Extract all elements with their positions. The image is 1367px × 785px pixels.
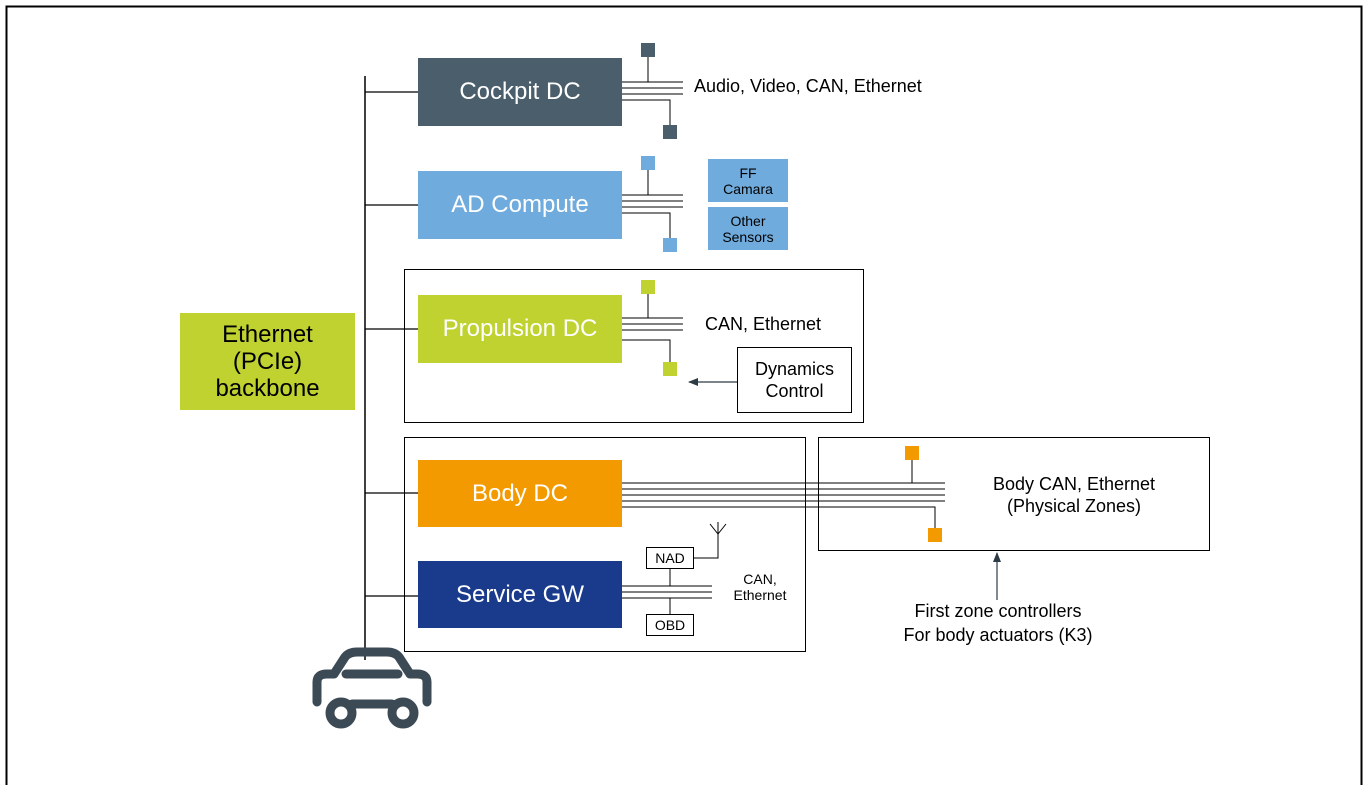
ad-connector-top [641, 156, 655, 170]
service-gw-block: Service GW [418, 561, 622, 628]
propulsion-connectors [622, 290, 683, 364]
propulsion-dc-block: Propulsion DC [418, 295, 622, 363]
ad-compute-block: AD Compute [418, 171, 622, 239]
backbone-block: Ethernet (PCIe) backbone [180, 313, 355, 410]
nad-box: NAD [646, 547, 694, 569]
body-connectors [622, 456, 945, 532]
cockpit-dc-title: Cockpit DC [459, 78, 581, 105]
body-dc-block: Body DC [418, 460, 622, 527]
service-io-line1: CAN, [743, 571, 777, 587]
propulsion-connector-bottom [663, 362, 677, 376]
zone-note: First zone controllers For body actuator… [880, 599, 1116, 647]
propulsion-io-label: CAN, Ethernet [705, 314, 822, 334]
backbone-line3: backbone [215, 375, 320, 402]
ff-camera-line2: Camara [723, 180, 773, 197]
dynamics-line2: Control [765, 381, 824, 401]
cockpit-dc-block: Cockpit DC [418, 58, 622, 126]
zone-note-line1: First zone controllers [914, 601, 1082, 621]
backbone-branches [365, 91, 418, 597]
cockpit-connectors [622, 50, 683, 128]
cockpit-connector-top [641, 43, 655, 57]
propulsion-connector-top [641, 280, 655, 294]
nad-label: NAD [655, 550, 685, 566]
body-io-label: Body CAN, Ethernet (Physical Zones) [960, 473, 1188, 517]
service-io-line2: Ethernet [733, 587, 787, 603]
car-icon [312, 647, 432, 729]
propulsion-group-frame [404, 269, 864, 423]
ff-camera-block: FF Camara [708, 159, 788, 202]
body-connector-bottom [928, 528, 942, 542]
body-connector-top [905, 446, 919, 460]
dynamics-line1: Dynamics [754, 359, 834, 379]
cockpit-connector-bottom [663, 125, 677, 139]
zone-note-line2: For body actuators (K3) [903, 625, 1093, 645]
body-io-line2: (Physical Zones) [1006, 496, 1142, 516]
obd-box: OBD [646, 614, 694, 636]
cockpit-io-label: Audio, Video, CAN, Ethernet [694, 76, 922, 96]
dynamics-control-block: Dynamics Control [737, 347, 852, 413]
backbone-line2: (PCIe) [232, 348, 303, 375]
antenna-icon [709, 522, 727, 546]
other-sensors-block: Other Sensors [708, 207, 788, 250]
ff-camera-line1: FF [739, 164, 757, 181]
ad-connector-bottom [663, 238, 677, 252]
page-frame [5, 5, 1363, 785]
body-dc-title: Body DC [471, 479, 569, 507]
body-group-frame [404, 437, 806, 652]
other-sensors-line2: Sensors [722, 228, 774, 245]
zone-group-frame [818, 437, 1210, 551]
backbone-line1: Ethernet [222, 321, 313, 348]
other-sensors-line1: Other [730, 212, 766, 229]
propulsion-dc-title: Propulsion DC [442, 315, 598, 342]
ad-connectors [622, 165, 683, 240]
service-connectors [622, 546, 719, 614]
service-gw-title: Service GW [455, 580, 584, 608]
obd-label: OBD [654, 617, 686, 633]
body-io-line1: Body CAN, Ethernet [992, 474, 1156, 494]
service-io-label: CAN, Ethernet [716, 571, 804, 603]
ad-compute-title: AD Compute [451, 191, 589, 218]
